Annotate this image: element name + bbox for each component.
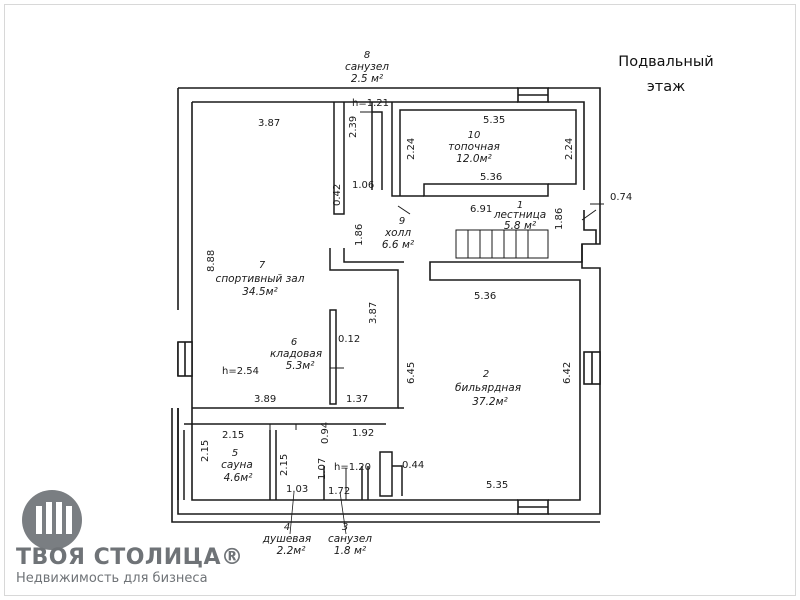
plan-title-line2: этаж xyxy=(647,79,685,95)
dim-h-254: h=2.54 xyxy=(222,366,259,377)
room-7-name: спортивный зал xyxy=(216,273,305,285)
dim-888: 8.88 xyxy=(206,250,217,272)
room-1-number: 1 xyxy=(517,200,523,211)
room-8-area: 2.5 м² xyxy=(351,73,384,85)
room-1-area: 5.8 м² xyxy=(504,220,537,232)
dim-215-h: 2.15 xyxy=(222,430,244,441)
dim-106: 1.06 xyxy=(352,180,374,191)
dim-137: 1.37 xyxy=(346,394,368,405)
dim-239: 2.39 xyxy=(348,116,359,138)
dim-074: 0.74 xyxy=(610,192,632,203)
dim-094: 0.94 xyxy=(320,422,331,444)
brand-logo: ТВОЯ СТОЛИЦА® Недвижимость для бизнеса xyxy=(16,490,244,586)
room-labels: 8 санузел 2.5 м² 10 топочная 12.0м² 9 хо… xyxy=(216,50,547,557)
dim-645: 6.45 xyxy=(406,362,417,384)
dim-224-left: 2.24 xyxy=(406,138,417,160)
dim-h-121: h=1.21 xyxy=(352,98,389,109)
room-6-area: 5.3м² xyxy=(286,360,316,372)
dim-536-lower: 5.36 xyxy=(474,291,496,302)
dim-h-120: h=1.20 xyxy=(334,462,371,473)
dim-012: 0.12 xyxy=(338,334,360,345)
room-2-name: бильярдная xyxy=(455,382,521,394)
dim-215-v2: 2.15 xyxy=(279,454,290,476)
room-1-name: лестница xyxy=(493,209,546,221)
dim-389: 3.89 xyxy=(254,394,276,405)
room-10-number: 10 xyxy=(468,130,481,141)
room-10-area: 12.0м² xyxy=(456,153,492,165)
room-5-number: 5 xyxy=(232,448,238,459)
brand-tagline: Недвижимость для бизнеса xyxy=(16,571,208,586)
dim-192: 1.92 xyxy=(352,428,374,439)
brand-name: ТВОЯ СТОЛИЦА® xyxy=(16,545,244,570)
dim-186-right: 1.86 xyxy=(554,208,565,230)
room-6-name: кладовая xyxy=(270,348,322,360)
dim-044: 0.44 xyxy=(402,460,424,471)
interior-walls xyxy=(183,102,577,500)
room-9-name: холл xyxy=(384,227,411,239)
dim-691: 6.91 xyxy=(470,204,492,215)
room-10-name: топочная xyxy=(448,141,500,153)
room-3-name: санузел xyxy=(328,533,372,545)
room-3-area: 1.8 м² xyxy=(334,545,367,557)
room-6-number: 6 xyxy=(291,337,297,348)
outer-walls xyxy=(171,87,601,523)
dim-042: 0.42 xyxy=(332,184,343,206)
room-7-number: 7 xyxy=(259,260,266,271)
dim-536-mid: 5.36 xyxy=(480,172,502,183)
dim-186-hall: 1.86 xyxy=(354,224,365,246)
room-4-name: душевая xyxy=(262,533,311,545)
dimension-labels: h=1.21 3.87 2.39 5.35 2.24 2.24 5.36 1.0… xyxy=(200,98,632,497)
dim-224-right: 2.24 xyxy=(564,138,575,160)
room-4-number: 4 xyxy=(284,522,290,533)
room-4-area: 2.2м² xyxy=(277,545,307,557)
logo-building-icon xyxy=(36,502,72,534)
room-5-area: 4.6м² xyxy=(224,472,254,484)
dim-172: 1.72 xyxy=(328,486,350,497)
dim-387-top: 3.87 xyxy=(258,118,280,129)
room-9-area: 6.6 м² xyxy=(382,239,415,251)
room-8-number: 8 xyxy=(364,50,370,61)
dim-387-side: 3.87 xyxy=(368,302,379,324)
dim-107: 1.07 xyxy=(317,458,328,480)
dim-535-bottom: 5.35 xyxy=(486,480,508,491)
dim-103: 1.03 xyxy=(286,484,308,495)
room-8-name: санузел xyxy=(345,61,389,73)
dim-215-v: 2.15 xyxy=(200,440,211,462)
dim-535-top: 5.35 xyxy=(483,115,505,126)
room-9-number: 9 xyxy=(399,216,405,227)
dim-642: 6.42 xyxy=(562,362,573,384)
room-2-area: 37.2м² xyxy=(472,396,508,408)
door-marks xyxy=(269,101,604,500)
room-7-area: 34.5м² xyxy=(242,286,278,298)
room-5-name: сауна xyxy=(221,459,253,471)
plan-title-line1: Подвальный xyxy=(618,54,713,70)
room-2-number: 2 xyxy=(483,369,489,380)
